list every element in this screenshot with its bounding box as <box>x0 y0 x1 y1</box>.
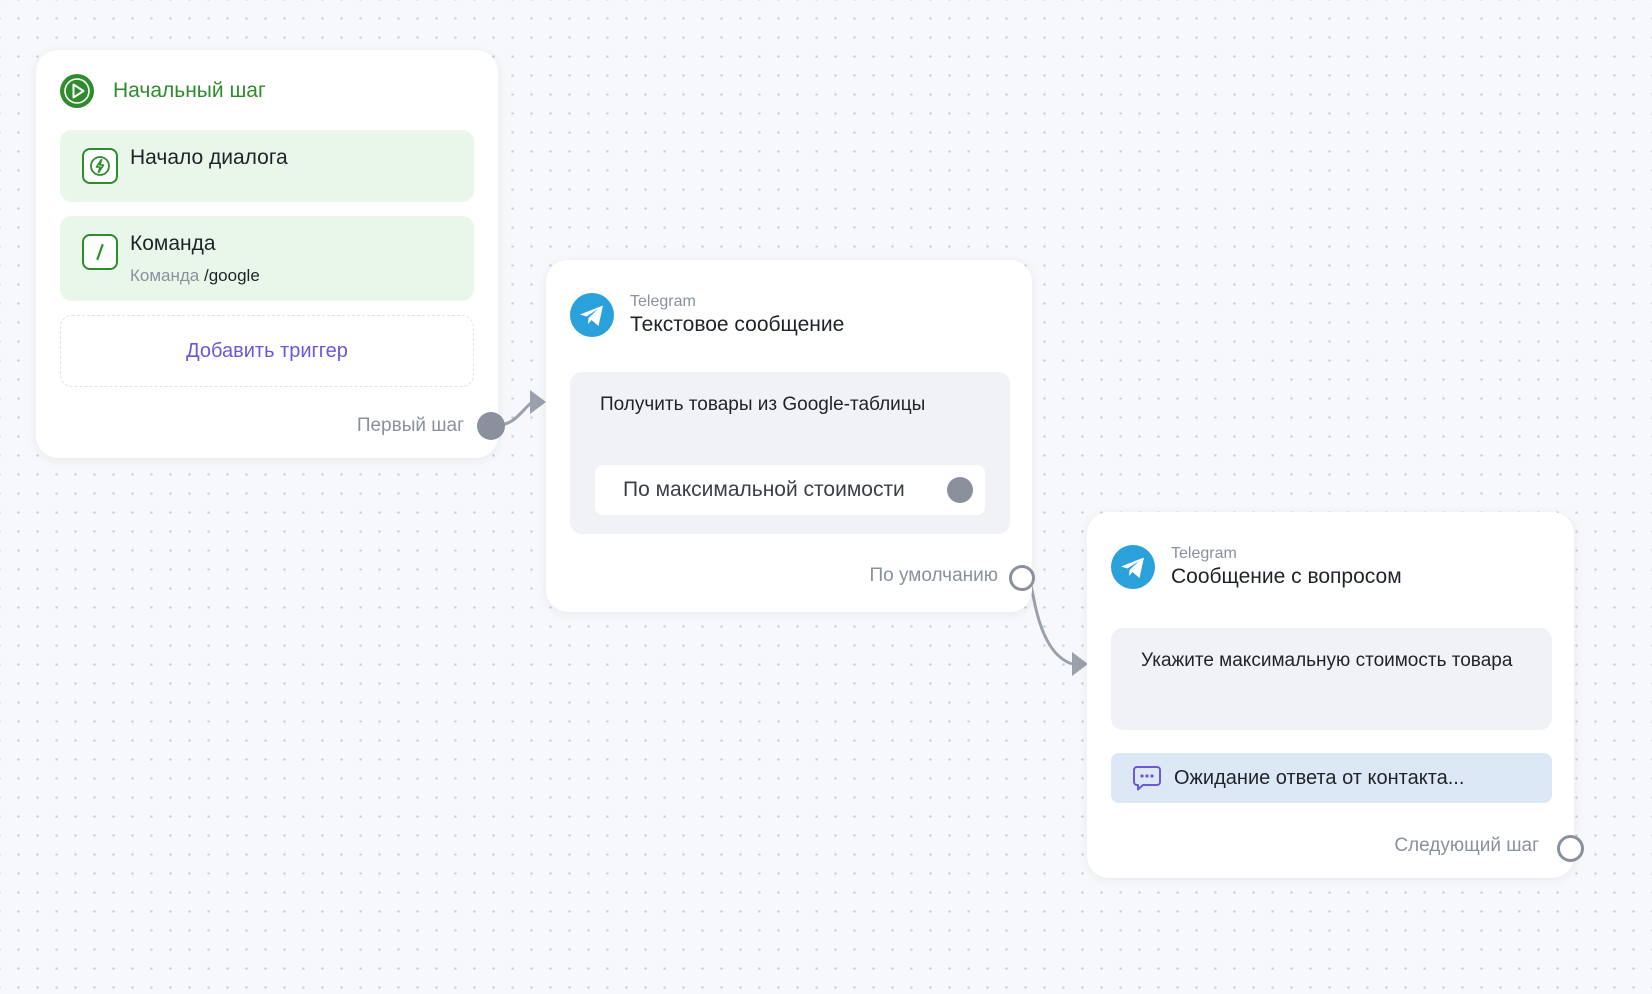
waiting-reply-text: Ожидание ответа от контакта... <box>1174 766 1465 789</box>
question-step-card[interactable]: Telegram Сообщение с вопросом Укажите ма… <box>1087 512 1584 878</box>
start-step-title: Начальный шаг <box>113 79 266 102</box>
telegram-icon <box>1111 545 1155 589</box>
command-value: /google <box>204 266 260 285</box>
trigger-dialog-start[interactable]: Начало диалога <box>60 130 474 202</box>
play-icon <box>60 74 94 108</box>
option-button-max-price[interactable]: По максимальной стоимости <box>595 465 985 515</box>
question-message-text: Укажите максимальную стоимость товара <box>1141 650 1513 671</box>
start-step-header: Начальный шаг <box>60 74 266 108</box>
message-bubble: Получить товары из Google-таблицы По мак… <box>570 372 1010 534</box>
first-step-label: Первый шаг <box>356 415 464 436</box>
chat-bubble-icon <box>1133 766 1161 791</box>
connector-arrowhead <box>530 390 546 414</box>
trigger-command[interactable]: Команда Команда /google <box>60 216 474 301</box>
default-output-label: По умолчанию <box>869 565 999 586</box>
add-trigger-button[interactable]: Добавить триггер <box>60 315 474 387</box>
lightning-icon <box>82 148 118 184</box>
option-button-output-port[interactable] <box>947 477 973 503</box>
command-label: Команда <box>130 266 200 285</box>
waiting-reply-status: Ожидание ответа от контакта... <box>1111 753 1552 803</box>
first-step-output-port[interactable] <box>477 412 505 440</box>
text-message-header: Telegram Текстовое сообщение <box>570 292 844 338</box>
question-step-title: Сообщение с вопросом <box>1171 565 1402 588</box>
trigger-title: Начало диалога <box>130 146 288 169</box>
platform-label: Telegram <box>630 293 696 310</box>
slash-command-icon <box>82 234 118 270</box>
start-step-card[interactable]: Начальный шаг Начало диалога Команда Ком… <box>36 50 505 458</box>
connector-arrowhead <box>1072 652 1088 676</box>
trigger-title: Команда <box>130 232 216 255</box>
default-output-port[interactable] <box>1009 565 1035 591</box>
next-step-label: Следующий шаг <box>1394 835 1539 856</box>
option-button-label: По максимальной стоимости <box>623 478 905 501</box>
trigger-subtitle: Команда /google <box>130 266 260 286</box>
platform-label: Telegram <box>1171 545 1237 562</box>
message-text: Получить товары из Google-таблицы <box>600 394 926 415</box>
telegram-icon <box>570 293 614 337</box>
question-step-header: Telegram Сообщение с вопросом <box>1111 544 1402 590</box>
question-message-bubble: Укажите максимальную стоимость товара <box>1111 628 1552 730</box>
text-message-step-card[interactable]: Telegram Текстовое сообщение Получить то… <box>546 260 1035 612</box>
text-message-title: Текстовое сообщение <box>630 313 845 336</box>
next-step-output-port[interactable] <box>1557 835 1584 862</box>
